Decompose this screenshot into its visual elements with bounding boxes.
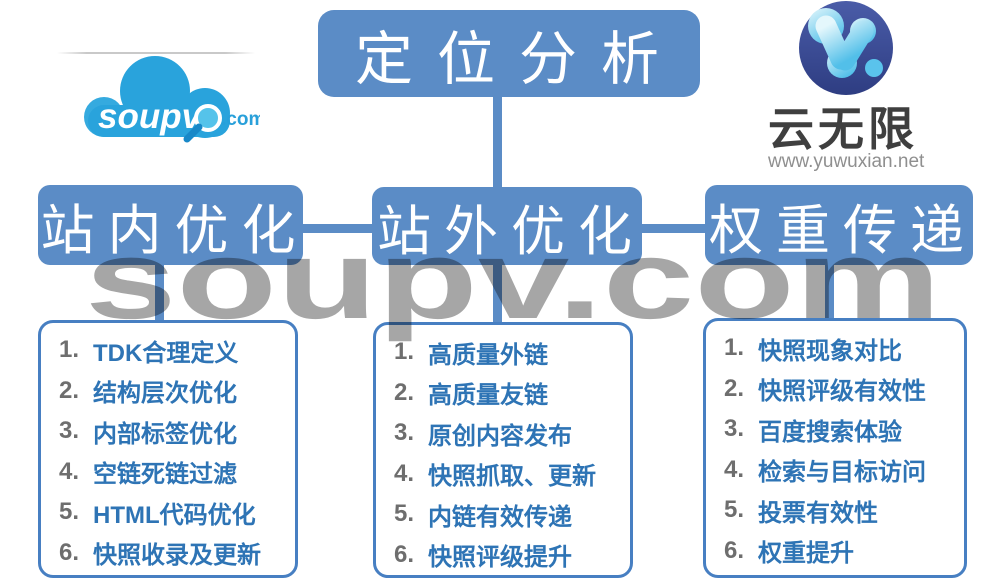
item-number: 6. (394, 540, 415, 568)
list-box-offsite: 1. 高质量外链 2. 高质量友链 3. 原创内容发布 4. 快照抓取、更新 5. 内链有… (373, 322, 633, 578)
item-text: 快照收录及更新 (93, 542, 261, 570)
branch-label-weight: 权重传递 (709, 200, 977, 261)
branch-label-onsite: 站内优化 (40, 200, 309, 261)
list-item: 4. 检索与目标访问 (724, 450, 964, 491)
list-box-weight: 1. 快照现象对比 2. 快照评级有效性 3. 百度搜索体验 4. 检索与目标访问 5.… (703, 318, 967, 578)
connector-right-horizontal (632, 224, 707, 233)
yunwuxian-logo (799, 1, 893, 95)
item-text: 高质量外链 (428, 341, 548, 369)
item-number: 3. (394, 419, 415, 447)
branch-label-offsite: 站外优化 (377, 201, 645, 262)
list-item: 4. 快照抓取、更新 (394, 454, 630, 495)
item-number: 2. (59, 376, 80, 404)
branch-box-weight: 权重传递 (705, 185, 973, 265)
soupv-tld-text: .com (221, 109, 260, 130)
soupv-brand-text: soupv (98, 97, 204, 136)
list-item: 1. 快照现象对比 (724, 328, 964, 369)
item-number: 5. (59, 498, 80, 526)
item-text: 投票有效性 (758, 499, 878, 527)
branch-box-onsite: 站内优化 (38, 185, 303, 265)
item-text: 快照现象对比 (758, 337, 902, 365)
item-text: HTML代码优化 (93, 501, 256, 529)
item-number: 5. (724, 496, 745, 524)
list-item: 1. 高质量外链 (394, 332, 630, 373)
item-number: 4. (394, 459, 415, 487)
list-item: 3. 内部标签优化 (59, 411, 295, 452)
item-number: 1. (394, 338, 415, 366)
list-item: 6. 快照收录及更新 (59, 533, 295, 574)
list-item: 2. 快照评级有效性 (724, 369, 964, 410)
item-text: 原创内容发布 (428, 422, 572, 450)
connector-branch2-vertical (825, 263, 834, 321)
item-number: 4. (59, 457, 80, 485)
magnifier-icon (183, 104, 222, 143)
yunwuxian-url: www.yuwuxian.net (768, 151, 925, 172)
item-number: 5. (394, 500, 415, 528)
yunwuxian-title: 云无限 (768, 103, 918, 155)
soupv-logo: soupv .com (84, 56, 260, 143)
list-item: 1. TDK合理定义 (59, 330, 295, 371)
list-item: 3. 百度搜索体验 (724, 409, 964, 450)
root-node-box: 定位分析 (318, 10, 700, 97)
list-box-onsite: 1. TDK合理定义 2. 结构层次优化 3. 内部标签优化 4. 空链死链过滤 5. H… (38, 320, 298, 578)
list-item: 6. 权重提升 (724, 531, 964, 572)
yunwuxian-globe-icon (799, 1, 893, 95)
item-text: 权重提升 (758, 540, 854, 568)
list-item: 5. HTML代码优化 (59, 492, 295, 533)
item-number: 2. (724, 374, 745, 402)
item-number: 3. (724, 415, 745, 443)
item-text: 检索与目标访问 (758, 459, 926, 487)
item-number: 4. (724, 455, 745, 483)
list-item: 2. 结构层次优化 (59, 371, 295, 412)
item-number: 1. (59, 336, 80, 364)
item-text: 内部标签优化 (93, 420, 237, 448)
item-text: 百度搜索体验 (758, 418, 902, 446)
item-text: 快照抓取、更新 (428, 463, 596, 491)
connector-root-vertical (493, 95, 502, 189)
list-item: 3. 原创内容发布 (394, 413, 630, 454)
item-number: 3. (59, 417, 80, 445)
item-number: 2. (394, 378, 415, 406)
list-item: 5. 投票有效性 (724, 490, 964, 531)
item-text: 结构层次优化 (93, 380, 237, 408)
item-number: 6. (59, 538, 80, 566)
item-text: TDK合理定义 (93, 339, 239, 367)
list-item: 4. 空链死链过滤 (59, 452, 295, 493)
branch-box-offsite: 站外优化 (372, 187, 642, 265)
item-text: 快照评级有效性 (758, 378, 926, 406)
item-text: 高质量友链 (428, 382, 548, 410)
list-item: 2. 高质量友链 (394, 373, 630, 414)
connector-branch0-vertical (155, 263, 164, 323)
root-node-label: 定位分析 (354, 26, 683, 92)
connector-left-horizontal (293, 224, 374, 233)
item-text: 快照评级提升 (428, 544, 572, 572)
divider-line (57, 52, 255, 54)
list-item: 5. 内链有效传递 (394, 494, 630, 535)
list-item: 6. 快照评级提升 (394, 535, 630, 576)
item-text: 空链死链过滤 (93, 461, 237, 489)
item-number: 1. (724, 334, 745, 362)
connector-branch1-vertical (493, 263, 502, 325)
item-number: 6. (724, 536, 745, 564)
item-text: 内链有效传递 (428, 503, 572, 531)
